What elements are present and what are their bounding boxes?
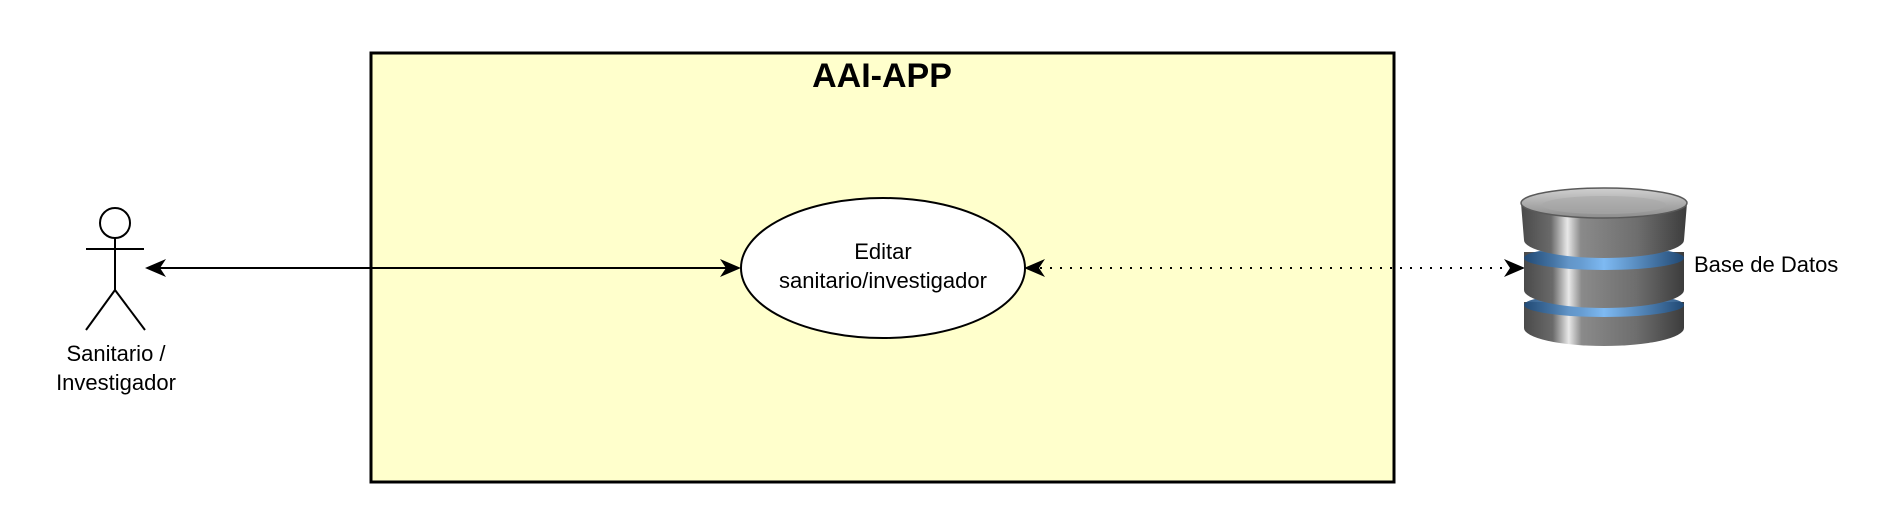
actor-sanitario-investigador[interactable]: Sanitario / Investigador <box>56 207 176 395</box>
connector-usecase-database <box>1024 259 1525 277</box>
stick-figure-actor-icon[interactable] <box>85 207 146 331</box>
database[interactable]: Base de Datos <box>1520 187 1838 346</box>
arrowhead-right <box>1504 259 1525 277</box>
use-case-edit[interactable]: Editar sanitario/investigador <box>740 197 1026 339</box>
arrowhead-right <box>720 259 741 277</box>
database-cylinder-icon[interactable] <box>1520 187 1688 346</box>
arrowhead-left <box>1024 259 1045 277</box>
actor-label-line2: Investigador <box>56 370 176 395</box>
arrowhead-left <box>145 259 166 277</box>
connector-actor-usecase <box>145 259 741 277</box>
database-label: Base de Datos <box>1694 252 1838 277</box>
use-case-ellipse[interactable] <box>740 197 1026 339</box>
use-case-label-line1: Editar <box>854 239 911 264</box>
use-case-label-line2: sanitario/investigador <box>779 268 987 293</box>
system-title: AAI-APP <box>812 57 952 95</box>
actor-label-line1: Sanitario / <box>66 341 166 366</box>
